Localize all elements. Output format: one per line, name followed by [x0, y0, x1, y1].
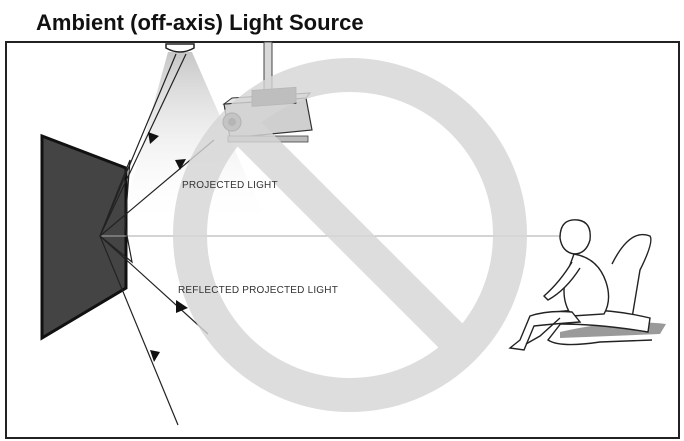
diagram-title: Ambient (off-axis) Light Source	[36, 10, 364, 35]
room-frame	[5, 41, 680, 439]
projected-light-label: PROJECTED LIGHT	[182, 180, 278, 191]
projection-screen	[40, 133, 128, 341]
reflected-projected-light-label: REFLECTED PROJECTED LIGHT	[178, 285, 339, 296]
ray-arrowheads	[148, 132, 188, 362]
seated-viewer	[508, 219, 666, 351]
no-symbol-icon	[173, 58, 527, 412]
ceiling-light-icon	[165, 43, 195, 53]
ambient-light-beam	[120, 52, 268, 226]
reflected-rays	[99, 159, 209, 426]
